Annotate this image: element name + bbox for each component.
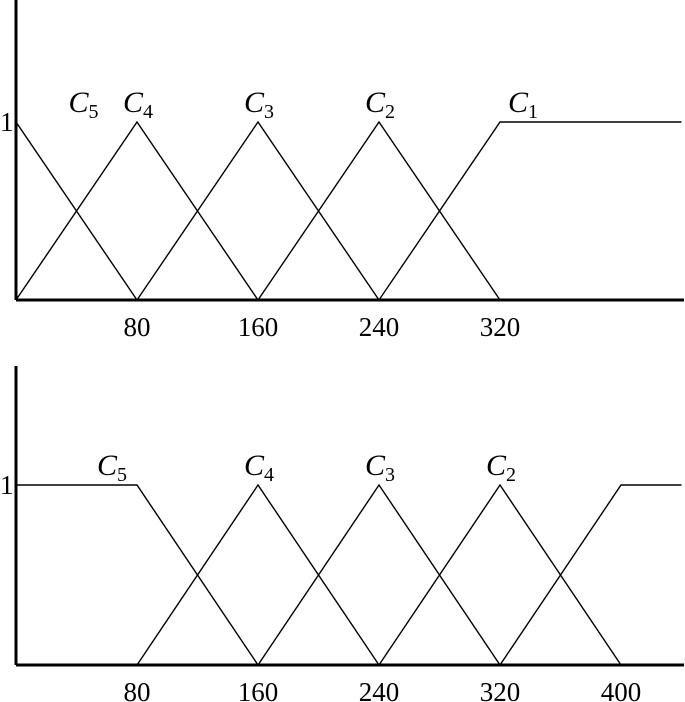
series-line: [136, 483, 380, 666]
x-tick-label: 160: [238, 677, 279, 702]
x-tick-label: 80: [124, 677, 151, 702]
series-label: C2: [486, 449, 516, 486]
series-line: [257, 120, 501, 301]
series-line: [378, 483, 622, 666]
series-line: [499, 484, 682, 666]
series-line: [257, 483, 501, 666]
x-tick-label: 80: [124, 312, 151, 342]
series-label: C1: [508, 86, 538, 123]
series-label: C5: [97, 449, 127, 486]
series-label: C4: [244, 449, 274, 486]
x-tick-label: 320: [480, 312, 521, 342]
x-tick-label: 400: [601, 677, 642, 702]
x-tick-label: 240: [359, 312, 400, 342]
x-tick-label: 320: [480, 677, 521, 702]
series-label: C3: [244, 86, 274, 123]
series-line: [16, 484, 259, 666]
y-tick-label: 1: [0, 107, 14, 137]
series-label: C2: [365, 86, 395, 123]
bottom-chart-panel: 1 80 160 240 320 400 C5 C4 C3 C2: [0, 366, 684, 702]
top-chart-panel: 1 80 160 240 320 C5 C4 C3 C2 C1: [0, 0, 684, 342]
series-label: C5: [69, 86, 99, 123]
series-label: C3: [365, 449, 395, 486]
series-label: C4: [123, 86, 153, 123]
x-tick-label: 160: [238, 312, 279, 342]
series-line: [15, 120, 259, 301]
y-tick-label: 1: [0, 470, 14, 500]
series-line: [378, 121, 682, 301]
series-line: [136, 120, 380, 301]
x-tick-label: 240: [359, 677, 400, 702]
